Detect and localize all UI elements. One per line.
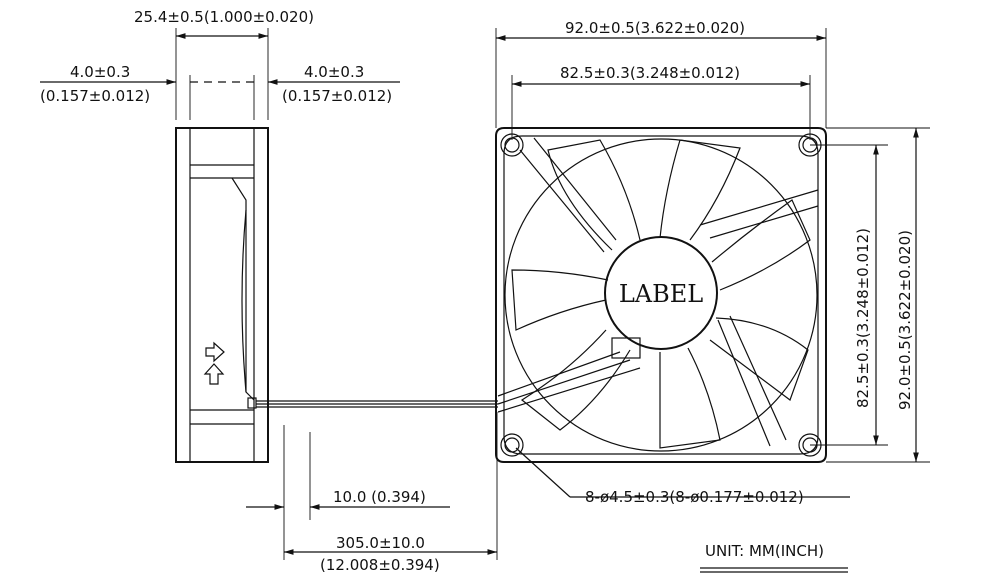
lead-wire: 10.0 (0.394) 305.0±10.0 (12.008±0.394): [246, 400, 498, 574]
airflow-arrow-icon: [205, 341, 225, 363]
flange-left-mm: 4.0±0.3: [70, 63, 130, 81]
rotation-arrow-icon: [203, 363, 225, 385]
front-view: 92.0±0.5(3.622±0.020) 82.5±0.3(3.248±0.0…: [495, 19, 930, 506]
hub: [604, 236, 718, 350]
overall-height: 92.0±0.5(3.622±0.020): [896, 230, 914, 410]
flange-right-in: (0.157±0.012): [282, 87, 392, 105]
fan-blades: [511, 139, 811, 449]
unit-note: UNIT: MM(INCH): [705, 542, 824, 560]
mounting-holes: [500, 133, 822, 457]
mounting-hole-spec: 8-ø4.5±0.3(8-ø0.177±0.012): [585, 488, 804, 506]
fan-shroud: [504, 138, 818, 452]
wire-channel: [497, 351, 641, 413]
hole-spacing-height: 82.5±0.3(3.248±0.012): [854, 228, 872, 408]
side-frame: [175, 127, 269, 463]
fan-frame: [495, 127, 827, 463]
lead-length-mm: 305.0±10.0: [336, 534, 425, 552]
hole-spacing-width: 82.5±0.3(3.248±0.012): [560, 64, 740, 82]
lead-length-in: (12.008±0.394): [320, 556, 440, 574]
flange-right-mm: 4.0±0.3: [304, 63, 364, 81]
thickness-dimension: 25.4±0.5(1.000±0.020): [134, 8, 314, 26]
side-view: 25.4±0.5(1.000±0.020) 4.0±0.3 (0.157±0.0…: [40, 8, 400, 463]
hub-label: LABEL: [619, 280, 703, 308]
flange-left-in: (0.157±0.012): [40, 87, 150, 105]
strip-length: 10.0 (0.394): [333, 488, 426, 506]
overall-width: 92.0±0.5(3.622±0.020): [565, 19, 745, 37]
